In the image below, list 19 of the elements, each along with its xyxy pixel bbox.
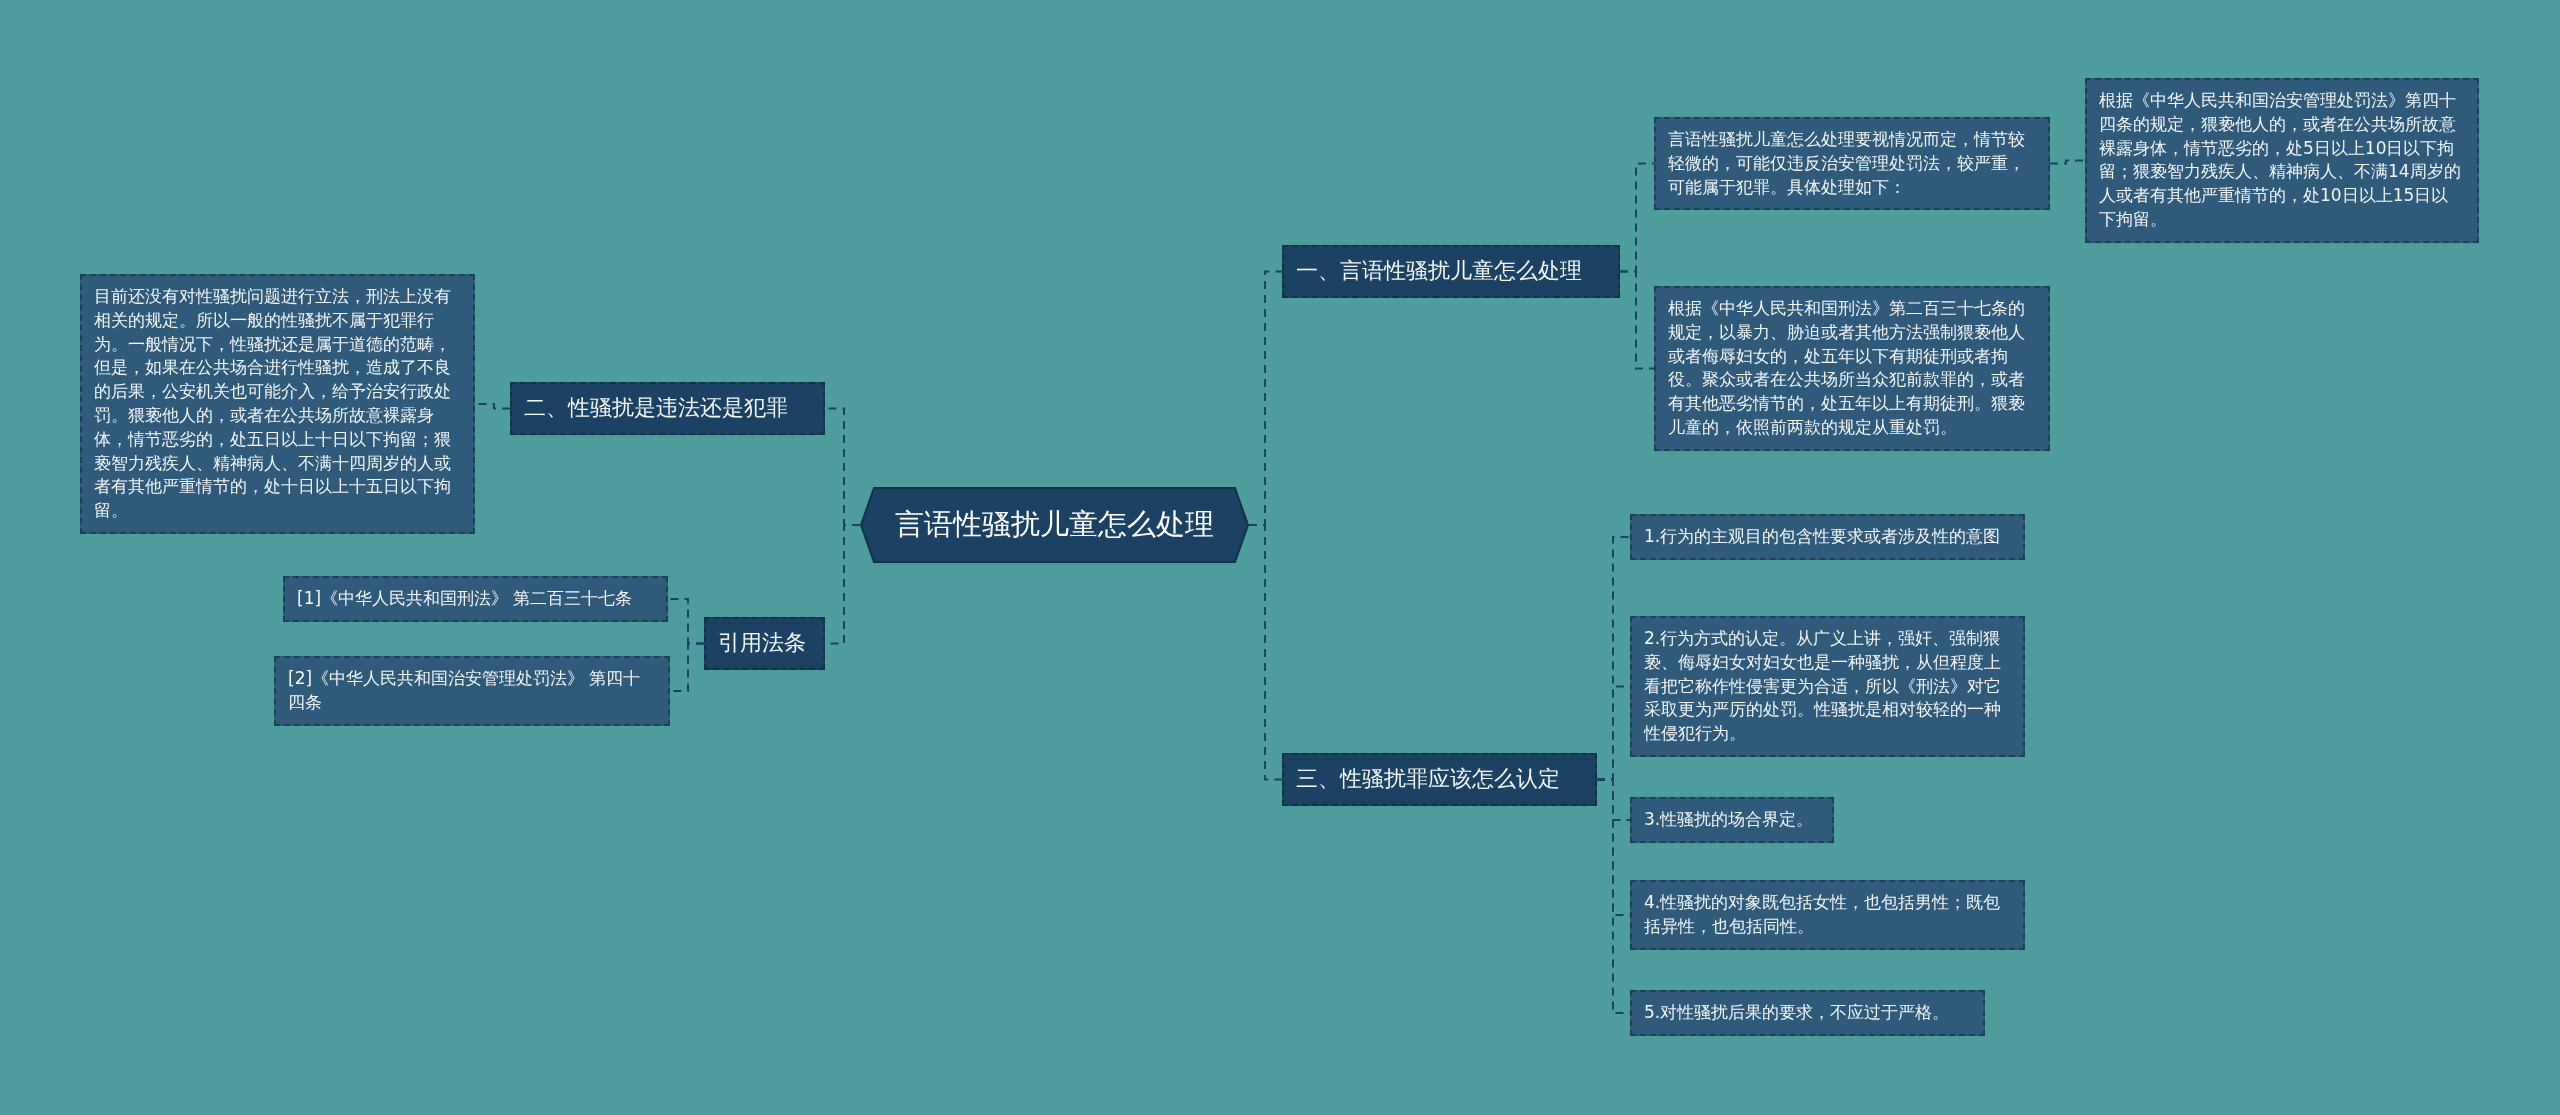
connector-line xyxy=(1248,524,1283,781)
note-box: 根据《中华人民共和国治安管理处罚法》第四十四条的规定，猥亵他人的，或者在公共场所故意裸露身体，情节恶劣的，处5日以上10日以下拘留；猥亵智力残疾人、精神病人、不满14周岁的人或者有其他严重情节的，处10日以上15日以下拘留。 xyxy=(2085,78,2479,243)
note-box: 4.性骚扰的对象既包括女性，也包括男性；既包括异性，也包括同性。 xyxy=(1630,880,2025,950)
note-box: 5.对性骚扰后果的要求，不应过于严格。 xyxy=(1630,990,1985,1036)
note-box: [2]《中华人民共和国治安管理处罚法》 第四十四条 xyxy=(274,656,670,726)
note-box: 根据《中华人民共和国刑法》第二百三十七条的规定，以暴力、胁迫或者其他方法强制猥亵他人或者侮辱妇女的，处五年以下有期徒刑或者拘役。聚众或者在公共场所当众犯前款罪的，或者有其他恶劣情节的，处五年以上有期徒刑。猥亵儿童的，依照前两款的规定从重处罚。 xyxy=(1654,286,2050,451)
note-box: 1.行为的主观目的包含性要求或者涉及性的意图 xyxy=(1630,514,2025,560)
note-box: 目前还没有对性骚扰问题进行立法，刑法上没有相关的规定。所以一般的性骚扰不属于犯罪行为。一般情况下，性骚扰还是属于道德的范畴，但是，如果在公共场合进行性骚扰，造成了不良的后果，公安机关也可能介入，给予治安行政处罚。猥亵他人的，或者在公共场所故意裸露身体，情节恶劣的，处五日以上十日以下拘留；猥亵智力残疾人、精神病人、不满十四周岁的人或者有其他严重情节的，处十日以上十五日以下拘留。 xyxy=(80,274,475,534)
branch-topic: 三、性骚扰罪应该怎么认定 xyxy=(1282,753,1597,806)
note-box: [1]《中华人民共和国刑法》 第二百三十七条 xyxy=(283,576,668,622)
branch-topic: 二、性骚扰是违法还是犯罪 xyxy=(510,382,825,435)
connector-line xyxy=(2049,159,2086,165)
note-box: 2.行为方式的认定。从广义上讲，强奸、强制猥亵、侮辱妇女对妇女也是一种骚扰，从但程度上看把它称作性侵害更为合适，所以《刑法》对它采取更为严厉的处罚。性骚扰是相对较轻的一种性侵犯行为。 xyxy=(1630,616,2025,757)
branch-topic: 一、言语性骚扰儿童怎么处理 xyxy=(1282,245,1620,298)
branch-topic: 引用法条 xyxy=(704,617,825,670)
note-box: 3.性骚扰的场合界定。 xyxy=(1630,797,1834,843)
note-box: 言语性骚扰儿童怎么处理要视情况而定，情节较轻微的，可能仅违反治安管理处罚法，较严重，可能属于犯罪。具体处理如下： xyxy=(1654,117,2050,211)
connector-line xyxy=(1619,270,1655,370)
central-topic: 言语性骚扰儿童怎么处理 xyxy=(895,506,1214,543)
